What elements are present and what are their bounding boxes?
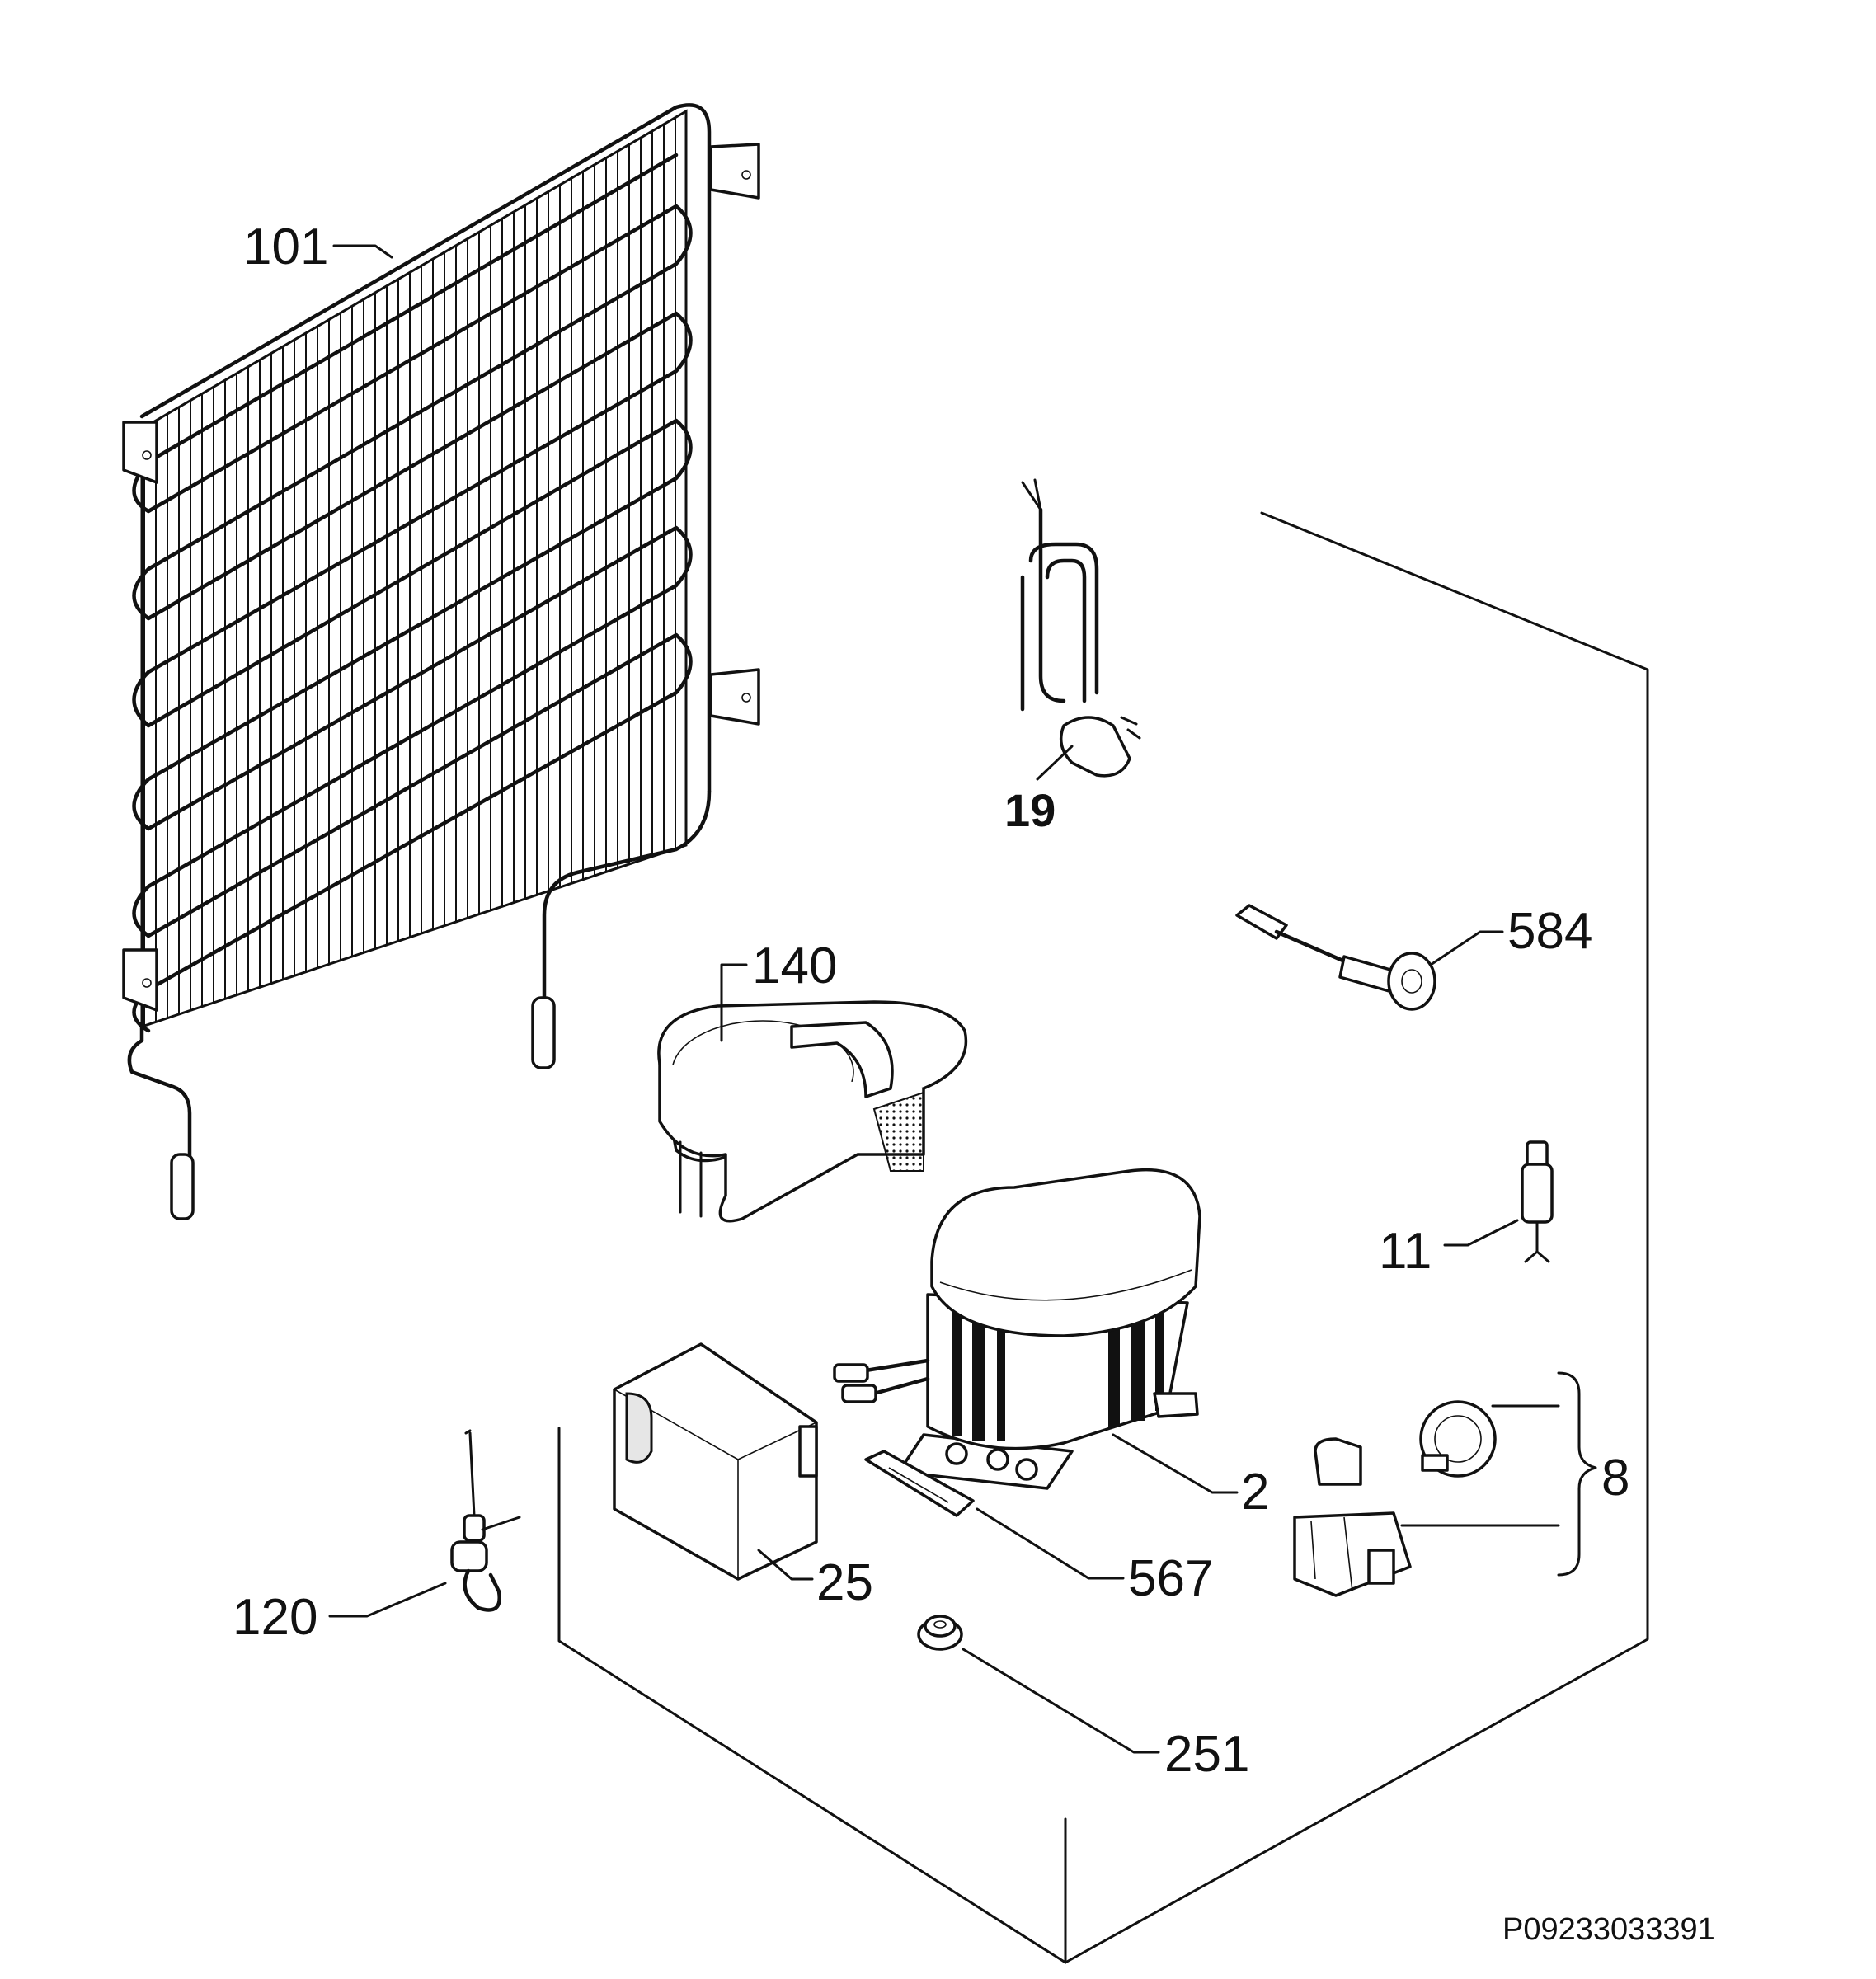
condenser-bracket-left-top [122, 421, 158, 484]
power-cord-part [1020, 478, 1141, 778]
label-thermostat-sensor: 584 [1507, 903, 1592, 960]
rubber-grommet-part [917, 1615, 963, 1651]
label-drip-tray: 140 [752, 938, 837, 994]
label-compressor-bracket: 567 [1128, 1550, 1213, 1607]
label-starter-relay: 8 [1601, 1450, 1629, 1507]
leader-rubber-grommet [962, 1648, 1160, 1754]
condenser-tube [132, 103, 712, 1033]
condenser-part [122, 103, 760, 1220]
filter-drier-part [1521, 1140, 1554, 1263]
leader-filter-drier [1443, 1219, 1519, 1247]
leader-thermostat-sensor [1429, 930, 1504, 966]
leader-compressor [1112, 1433, 1239, 1494]
thermostat-sensor-part [1235, 904, 1436, 1011]
label-service-valve: 120 [233, 1589, 317, 1646]
capacitor-box-part [613, 1342, 818, 1581]
label-capacitor-box: 25 [816, 1554, 873, 1611]
compressor-part [833, 1168, 1201, 1490]
label-filter-drier: 11 [1379, 1223, 1432, 1280]
leader-drip-tray [720, 963, 748, 1042]
condenser-bracket-left-bottom [122, 948, 158, 1012]
leader-capacitor-box [757, 1549, 814, 1581]
brace-starter-relay [1400, 1371, 1597, 1577]
service-valve-part [450, 1429, 521, 1612]
drip-tray-part [657, 1000, 968, 1223]
leader-service-valve [328, 1582, 447, 1618]
drawing-code: P09233033391 [1502, 1912, 1715, 1947]
leader-power-cord [1036, 745, 1074, 781]
label-power-cord: 19 [1004, 784, 1056, 836]
label-condenser: 101 [243, 219, 328, 275]
leader-compressor-bracket [976, 1507, 1125, 1580]
label-compressor: 2 [1241, 1464, 1269, 1521]
leader-condenser [332, 244, 393, 259]
compressor-bracket-part [864, 1450, 975, 1517]
cabinet-outline [557, 511, 1649, 1964]
starter-relay-part [1293, 1400, 1497, 1597]
condenser-bracket-top [709, 143, 760, 200]
condenser-bracket-mid [709, 668, 760, 726]
label-rubber-grommet: 251 [1164, 1726, 1249, 1783]
